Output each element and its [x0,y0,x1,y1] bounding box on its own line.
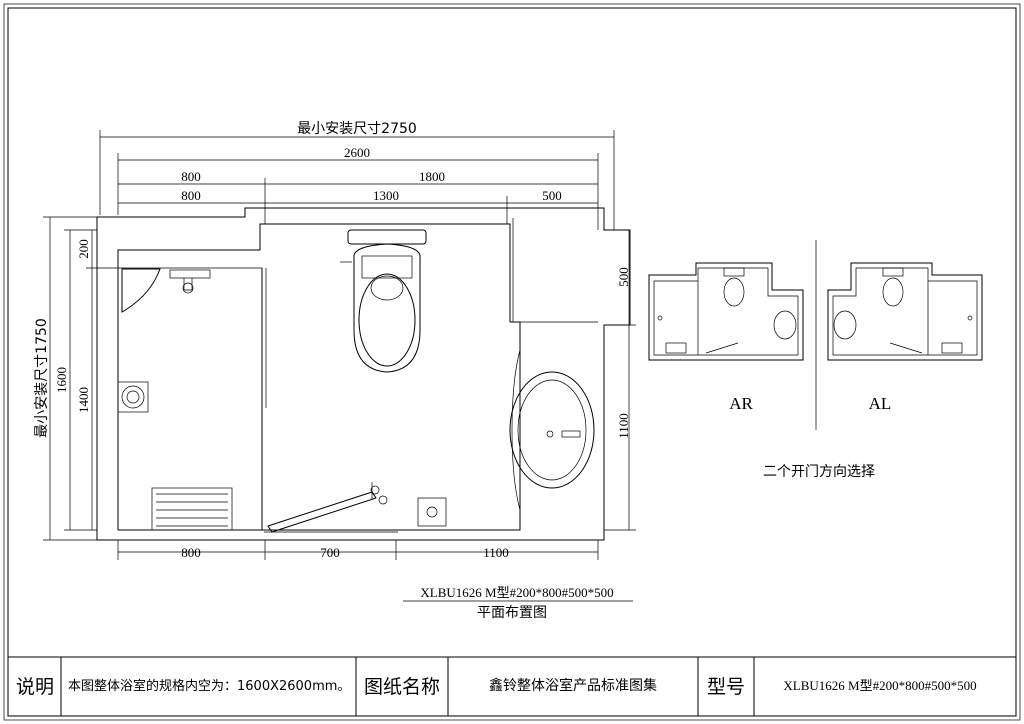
model-value: XLBU1626 M型#200*800#500*500 [783,678,976,693]
left-dimension-lines [43,216,118,541]
dim-top2-mid: 1300 [373,188,399,203]
drawing-name-header: 图纸名称 [364,676,440,698]
plan-model-label: XLBU1626 M型#200*800#500*500 [420,585,613,600]
notes-text: 本图整体浴室的规格内空为：1600X2600mm。 [68,678,350,694]
plan-caption: 平面布置图 [477,605,547,621]
top-dimension-lines [99,130,615,230]
dim-min-install-depth: 最小安装尺寸1750 [34,318,50,438]
dim-top-right: 1800 [419,169,445,184]
dim-left-200: 200 [76,239,91,259]
folding-door [264,482,398,533]
dim-overall-width: 2600 [344,145,370,160]
model-header: 型号 [707,676,745,698]
outer-border [3,3,1021,721]
dim-top-left: 800 [181,169,201,184]
dim-bottom-left: 800 [181,545,201,560]
door-choice-note: 二个开门方向选择 [763,464,875,480]
dim-right-1100: 1100 [616,413,631,439]
outer-wall [96,207,631,541]
variant-ar-plan [648,262,804,361]
shower-mixer [169,269,211,294]
inner-border [7,7,1017,717]
main-floor-drain [417,497,447,527]
dim-top2-left: 800 [181,188,201,203]
drawing-name: 鑫铃整体浴室产品标准图集 [489,677,657,694]
notes-header: 说明 [16,676,54,698]
toilet [340,229,427,373]
variant-ar-label: AR [729,394,753,413]
inner-wall [117,223,521,531]
variant-al-plan [827,262,983,361]
shower-bench [151,487,233,531]
dim-top2-right: 500 [542,188,562,203]
shower-floor-drain [117,381,149,413]
title-block [8,656,1016,716]
bottom-dimension-lines [117,540,599,560]
main-floor-plan: 最小安装尺寸2750 2600 800 1800 800 1300 500 80… [34,121,636,621]
wash-basin [509,349,595,511]
dim-left-1400: 1400 [76,387,91,413]
corner-shelf [121,268,161,313]
dim-right-500: 500 [616,267,631,287]
dim-bottom-right: 1100 [483,545,509,560]
right-dimension-lines [604,230,636,531]
variant-al-label: AL [869,394,892,413]
dim-bottom-mid: 700 [320,545,340,560]
niche-wall [512,218,598,323]
dim-min-install-width: 最小安装尺寸2750 [297,121,417,137]
dim-left-1600: 1600 [54,367,69,393]
